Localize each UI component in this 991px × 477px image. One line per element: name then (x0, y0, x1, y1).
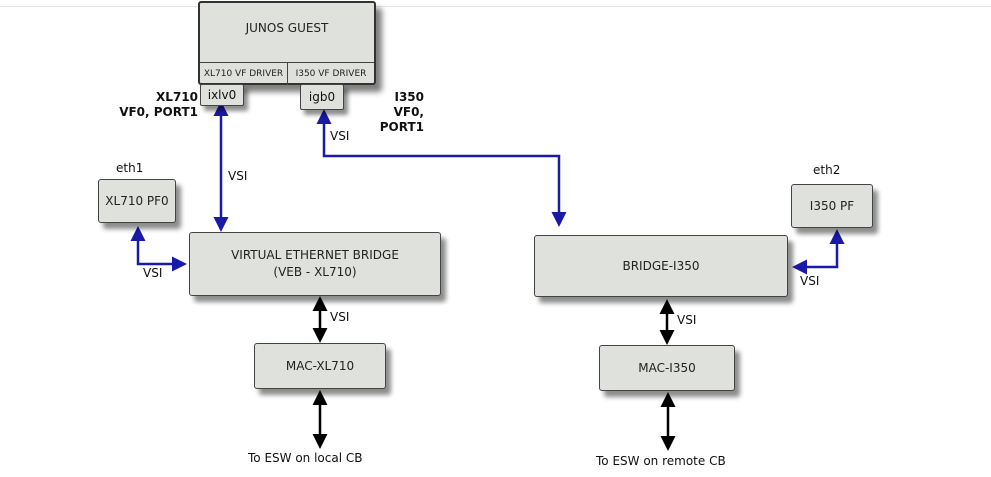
port-ixlv0: ixlv0 (200, 84, 244, 106)
box-veb: VIRTUAL ETHERNET BRIDGE (VEB - XL710) (189, 232, 441, 296)
vsi-label-bridge-mac: VSI (677, 313, 697, 327)
vsi-label-ixlv0: VSI (228, 169, 248, 183)
vsi-label-veb-mac: VSI (330, 310, 350, 324)
port-igb0: igb0 (300, 84, 344, 110)
junos-guest-box: JUNOS GUEST XL710 VF DRIVER I350 VF DRIV… (198, 1, 376, 85)
box-i350-pf: I350 PF (791, 184, 873, 228)
label-xl710-vf: XL710 VF0, PORT1 (119, 90, 198, 119)
label-eth2: eth2 (813, 163, 841, 177)
box-bridge-i350: BRIDGE-I350 (534, 235, 788, 297)
i350-vf-driver: I350 VF DRIVER (288, 62, 374, 85)
top-divider (0, 6, 991, 7)
xl710-vf-driver: XL710 VF DRIVER (200, 62, 288, 85)
label-i350-vf: I350 VF0, PORT1 (379, 90, 424, 134)
label-to-remote-cb: To ESW on remote CB (596, 454, 726, 468)
link-i350pf-bridge (792, 229, 845, 275)
box-xl710-pf0: XL710 PF0 (98, 179, 176, 223)
box-mac-i350: MAC-I350 (599, 345, 735, 391)
box-mac-xl710: MAC-XL710 (254, 343, 386, 389)
junos-guest-title: JUNOS GUEST (245, 21, 329, 35)
link-pf0-veb (130, 226, 187, 272)
vsi-label-pf0: VSI (143, 266, 163, 280)
vsi-label-igb0: VSI (330, 129, 350, 143)
link-igb0-bridge (316, 109, 567, 227)
label-eth1: eth1 (116, 161, 144, 175)
vsi-label-i350pf: VSI (800, 274, 820, 288)
label-to-local-cb: To ESW on local CB (248, 451, 363, 465)
